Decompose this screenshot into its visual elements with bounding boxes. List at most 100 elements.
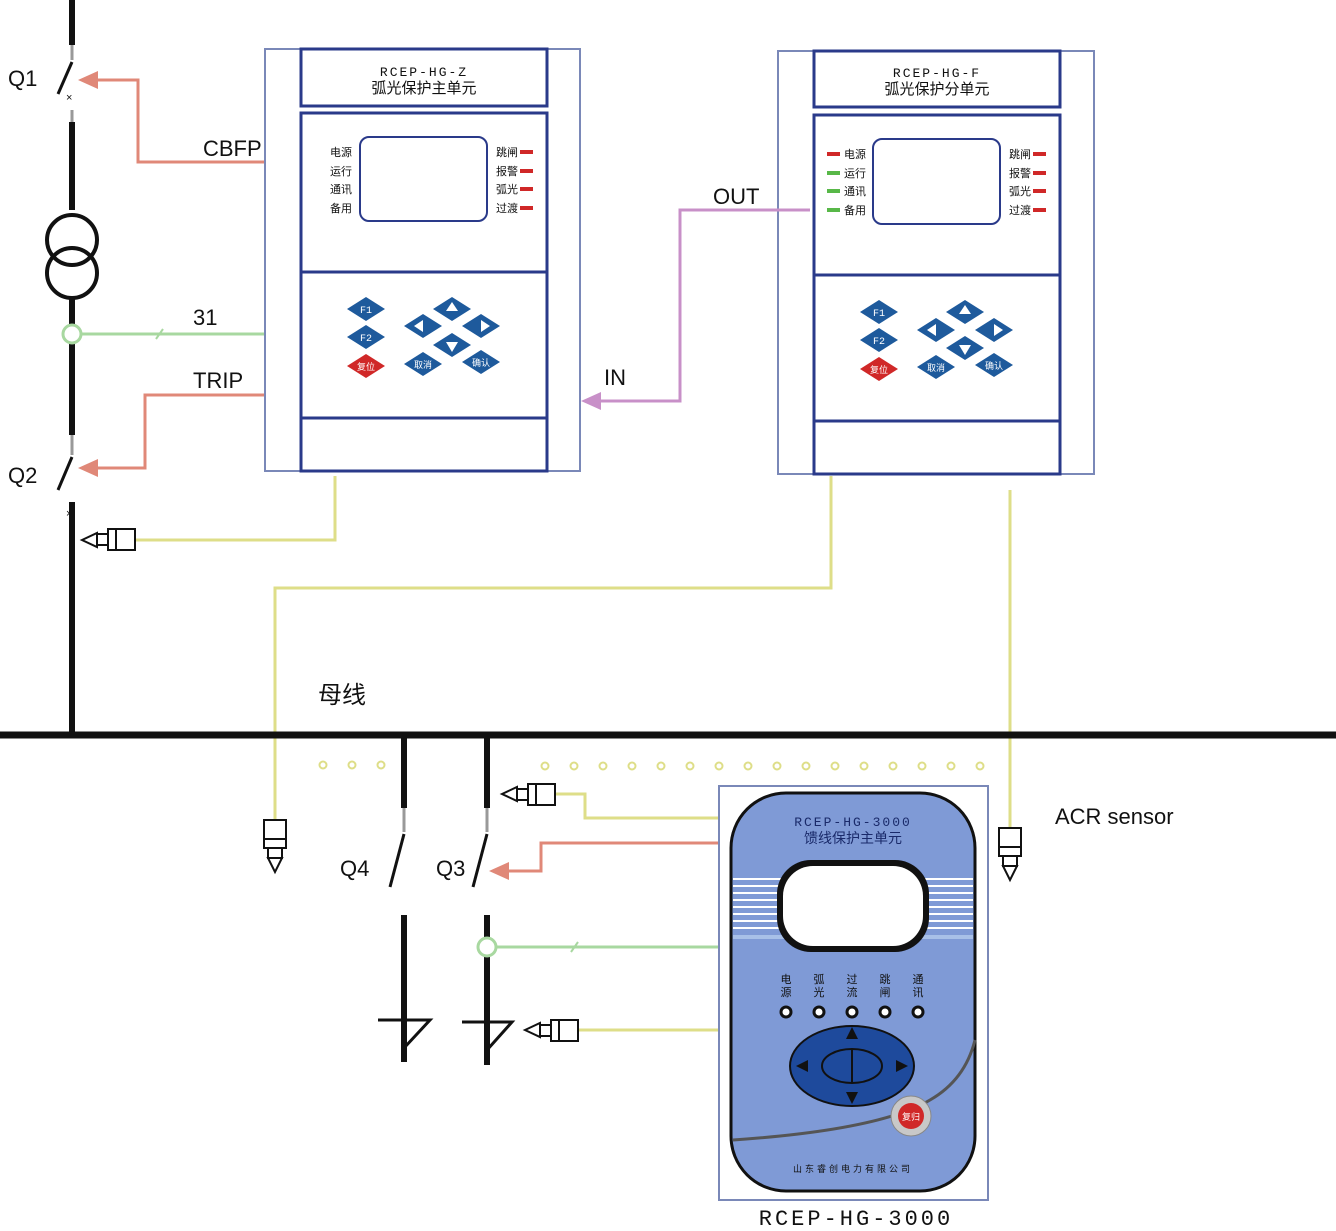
main-key-cancel[interactable]: 取消 [404,352,442,376]
feeder-ind-3-label-b: 流 [847,985,858,999]
sub-led-spare [827,208,840,212]
feeder-ind-3-label-a: 过 [847,973,858,986]
incomer-line: × × [45,0,99,735]
main-unit-name: 弧光保护主单元 [371,80,476,97]
left-arrow-icon [927,324,936,336]
cbfp-label: CBFP [203,136,262,161]
feeder-ind-2-label-b: 光 [814,985,825,999]
sub-unit-name: 弧光保护分单元 [884,81,989,98]
left-arrow-icon [414,320,423,332]
down-arrow-icon [446,342,458,352]
feeder-ind-4-label-b: 闸 [880,986,891,999]
sub-key-right[interactable] [975,318,1013,342]
feeder-ind-5-label-b: 讯 [913,986,924,999]
sub-led-label-power: 电源 [844,147,866,161]
sub-key-f1[interactable]: F1 [860,300,898,324]
ct-signal-feeder [496,941,719,953]
sub-unit-model: RCEP-HG-F [893,66,981,81]
sub-key-cancel-label: 取消 [927,362,945,373]
main-key-up[interactable] [433,297,471,321]
out-label: OUT [713,184,759,209]
main-led-label-trip: 跳闸 [496,145,518,159]
sub-led-comm [827,189,840,193]
main-led-alarm [520,169,533,173]
feeder-q4 [378,738,434,1062]
feeder-ind-5-lamp [911,1005,925,1019]
sub-key-confirm-label: 确认 [985,360,1003,371]
trip-signal [78,393,265,477]
acr-sensor [998,827,1022,883]
feeder-nav-pad[interactable] [789,1025,915,1107]
feeder-ind-4-label-a: 跳 [880,972,891,986]
arc-sensor-feeder-bottom [522,1019,579,1042]
sub-led-label-arc: 弧光 [1009,184,1031,198]
main-key-right[interactable] [462,314,500,338]
main-led-label-comm: 通讯 [330,183,352,196]
up-arrow-icon [959,305,971,314]
sub-led-power [827,152,840,156]
main-key-reset-label: 复位 [357,361,375,372]
main-led-arc [520,187,533,191]
q1-label: Q1 [8,66,37,91]
main-key-cancel-label: 取消 [414,359,432,370]
feeder-ind-1-lamp [779,1005,793,1019]
feeder-ind-1-label-a: 电 [781,973,792,986]
main-unit: RCEP-HG-Z 弧光保护主单元 电源 运行 通讯 备用 跳闸 报警 弧光 过… [264,47,581,473]
feeder-sensor-line-top [555,792,719,820]
sub-key-reset-label: 复位 [870,364,888,375]
main-key-left[interactable] [404,314,442,338]
main-key-f1-label: F1 [360,306,372,317]
up-arrow-icon [446,302,458,311]
sub-key-f2[interactable]: F2 [860,328,898,352]
svg-text:×: × [66,92,72,104]
sub-led-label-transition: 过渡 [1009,203,1031,217]
sub-key-left[interactable] [917,318,955,342]
sub-key-reset[interactable]: 复位 [860,357,898,381]
feeder-ind-1-label-b: 源 [781,985,792,999]
down-arrow-icon [846,1092,858,1104]
q2-label: Q2 [8,463,37,488]
ct-marker-feeder [476,936,498,958]
sub-key-f1-label: F1 [873,309,885,320]
main-key-f1[interactable]: F1 [347,297,385,321]
sub-led-label-comm: 通讯 [844,185,866,198]
arc-sensor-feeder-top [499,783,556,806]
sub-led-alarm [1033,171,1046,175]
feeder-unit: RCEP-HG-3000 馈线保护主单元 电 源 弧 光 过 流 跳 闸 通 讯 [718,785,989,1201]
sub-led-trip [1033,152,1046,156]
sub-key-up[interactable] [946,300,984,324]
main-key-confirm[interactable]: 确认 [462,350,500,374]
main-led-trip [520,150,533,154]
feeder-unit-screen [783,866,923,946]
sub-led-transition [1033,208,1046,212]
feeder-company: 山东睿创电力有限公司 [793,1163,913,1174]
left-arrow-icon [796,1060,808,1072]
arc-sensor-incomer [79,476,337,551]
right-arrow-icon [994,324,1003,336]
main-led-transition [520,206,533,210]
main-key-confirm-label: 确认 [472,357,490,368]
sub-key-down[interactable] [946,336,984,360]
feeder-reset-label: 复归 [902,1111,920,1122]
right-arrow-icon [481,320,490,332]
arc-sensor-busbar-left [263,819,287,875]
q4-label: Q4 [340,856,369,881]
main-key-f2[interactable]: F2 [347,325,385,349]
cbfp-signal [78,71,265,164]
feeder-ind-2-lamp [812,1005,826,1019]
sub-unit: RCEP-HG-F 弧光保护分单元 电源 运行 通讯 备用 跳闸 报警 弧光 过… [777,49,1095,476]
ct-signal-incomer [81,328,265,340]
sub-key-confirm[interactable]: 确认 [975,353,1013,377]
feeder-trip-signal [489,841,719,880]
feeder-unit-model: RCEP-HG-3000 [794,815,912,830]
in-label: IN [604,365,626,390]
feeder-reset-button[interactable]: 复归 [890,1095,932,1137]
main-key-reset[interactable]: 复位 [347,354,385,378]
transformer-winding-2 [45,246,99,300]
main-key-down[interactable] [433,333,471,357]
sub-led-label-trip: 跳闸 [1009,147,1031,161]
right-arrow-icon [896,1060,908,1072]
up-arrow-icon [846,1027,858,1039]
sub-key-cancel[interactable]: 取消 [917,355,955,379]
